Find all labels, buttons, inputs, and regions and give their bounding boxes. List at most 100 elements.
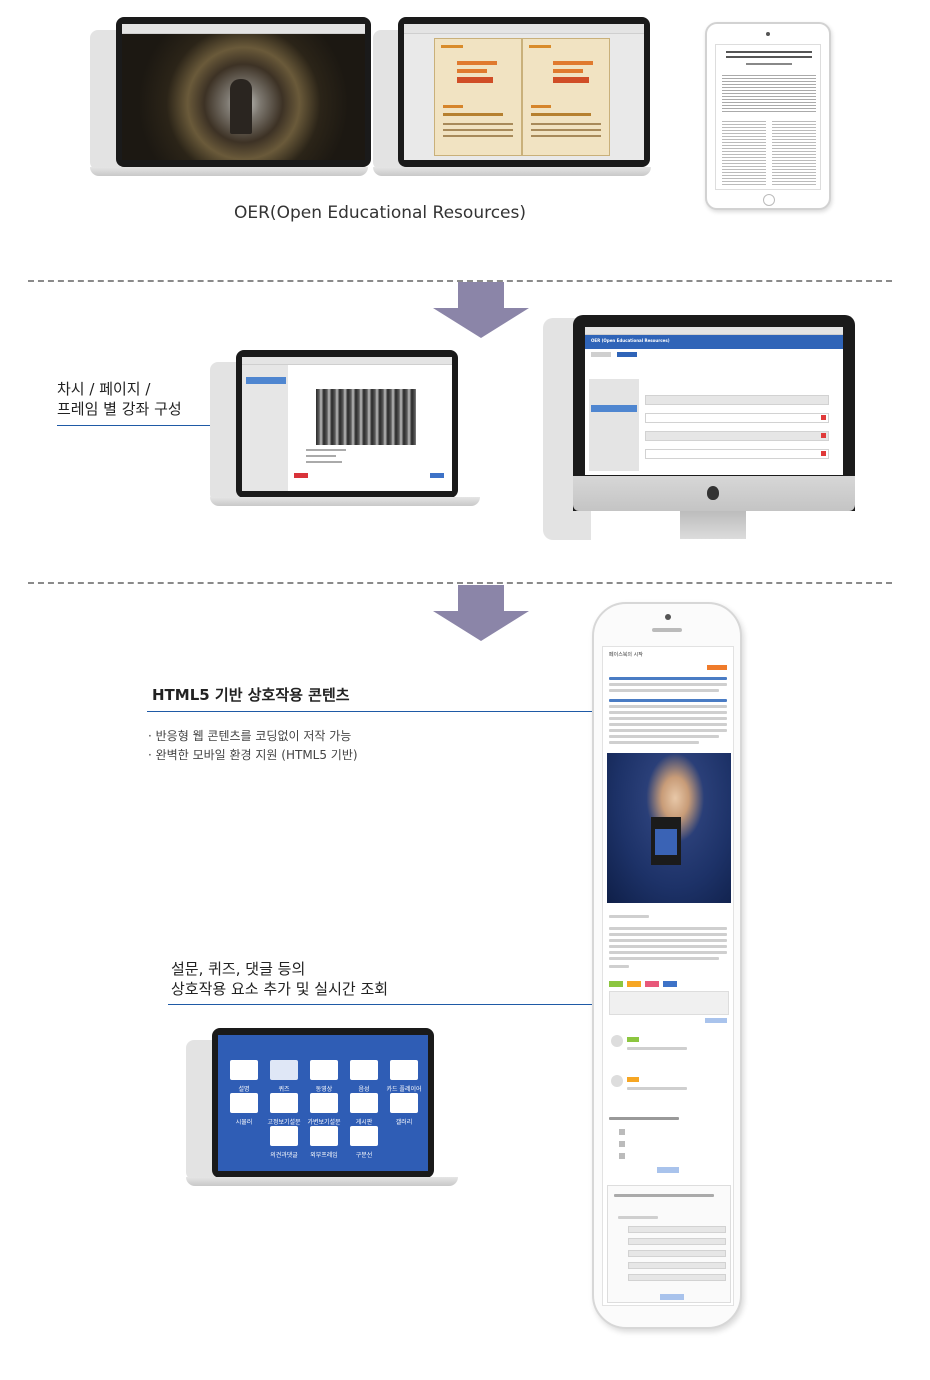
browser-bar (404, 24, 644, 34)
tile-icon[interactable] (310, 1126, 338, 1146)
tile-icon[interactable] (270, 1126, 298, 1146)
avatar (611, 1075, 623, 1087)
quiz-option[interactable] (628, 1238, 726, 1245)
quiz-option[interactable] (628, 1226, 726, 1233)
tile-label: 가변보기설문 (307, 1119, 341, 1126)
tile-panel: 설명 퀴즈 동영상 음성 카드 플레이어 시뮬러 고정보기설문 가변보기설문 게… (218, 1035, 428, 1171)
editor-sidebar-selected (246, 377, 286, 384)
laptop-base (186, 1177, 458, 1186)
html5-heading: HTML5 기반 상호작용 콘텐츠 (152, 686, 350, 704)
quiz-submit-button[interactable] (660, 1294, 684, 1300)
editor-save-button[interactable] (430, 473, 444, 478)
laptop-course-editor (236, 350, 458, 498)
section2-label-line2: 프레임 별 강좌 구성 (57, 400, 182, 418)
imac-header-title: OER (Open Educational Resources) (591, 338, 670, 343)
imac-row (645, 449, 829, 459)
section2-label-line1: 차시 / 페이지 / (57, 380, 151, 398)
quiz-option[interactable] (628, 1250, 726, 1257)
tile-label: 음성 (358, 1086, 370, 1093)
pointer-line (57, 425, 275, 426)
tile-label: 갤러리 (395, 1119, 413, 1126)
comment-submit-button[interactable] (705, 1018, 727, 1023)
tile-label: 설명 (238, 1086, 250, 1093)
tile-icon[interactable] (390, 1060, 418, 1080)
browser-bar (122, 24, 365, 34)
tile-icon[interactable] (350, 1126, 378, 1146)
reaction-button[interactable] (645, 981, 659, 987)
browser-bar (585, 327, 843, 335)
imac-stand (680, 511, 746, 539)
laptop-base (90, 167, 368, 176)
tile-icon[interactable] (230, 1093, 258, 1113)
down-arrow (458, 282, 504, 308)
html5-bullet: · 반응형 웹 콘텐츠를 코딩없이 저작 가능 (148, 729, 352, 743)
editor-image (316, 389, 416, 445)
reaction-button[interactable] (663, 981, 677, 987)
tablet-camera (766, 32, 770, 36)
feature-line2: 상호작용 요소 추가 및 실시간 조회 (171, 980, 389, 998)
pointer-line (168, 1004, 598, 1005)
laptop-tiles: 설명 퀴즈 동영상 음성 카드 플레이어 시뮬러 고정보기설문 가변보기설문 게… (212, 1028, 434, 1178)
imac-sidebar-selected (591, 405, 637, 412)
comment-input[interactable] (609, 991, 729, 1015)
survey-option[interactable] (619, 1141, 625, 1147)
reaction-button[interactable] (609, 981, 623, 987)
divider (28, 280, 892, 282)
laptop-shadow (90, 30, 120, 170)
imac-sidebar (589, 379, 639, 471)
imac-row (645, 413, 829, 423)
tile-icon[interactable] (350, 1060, 378, 1080)
divider (28, 582, 892, 584)
tile-icon[interactable] (390, 1093, 418, 1113)
survey-option[interactable] (619, 1153, 625, 1159)
phone-speaker (652, 628, 682, 632)
tile-label: 구분선 (355, 1152, 373, 1159)
imac-row (645, 395, 829, 405)
tile-label: 퀴즈 (278, 1086, 290, 1093)
phone-photo (607, 753, 731, 903)
laptop-ebook (398, 17, 650, 167)
phone: 페이스북의 시작 (592, 602, 742, 1329)
tile-icon[interactable] (310, 1060, 338, 1080)
html5-bullet: · 완벽한 모바일 환경 지원 (HTML5 기반) (148, 748, 358, 762)
quiz-option[interactable] (628, 1274, 726, 1281)
imac-screen: OER (Open Educational Resources) (585, 327, 843, 475)
tile-icon[interactable] (350, 1093, 378, 1113)
tile-label: 게시판 (355, 1119, 373, 1126)
editor-delete-button[interactable] (294, 473, 308, 478)
tablet-home-button (763, 194, 775, 206)
laptop-shadow (210, 362, 240, 502)
imac-tab[interactable] (617, 352, 637, 357)
survey-option[interactable] (619, 1129, 625, 1135)
phone-camera (665, 614, 671, 620)
survey-submit-button[interactable] (657, 1167, 679, 1173)
tile-label: 의견과댓글 (270, 1152, 298, 1159)
reaction-button[interactable] (627, 981, 641, 987)
down-arrow-head (433, 308, 529, 338)
phone-badge (707, 665, 727, 670)
oer-caption: OER(Open Educational Resources) (234, 203, 527, 223)
book-page-left (434, 38, 522, 156)
tile-icon[interactable] (270, 1060, 298, 1080)
video-figure (230, 79, 252, 134)
tile-icon[interactable] (230, 1060, 258, 1080)
browser-window (122, 24, 365, 160)
down-arrow (458, 585, 504, 611)
tile-icon[interactable] (310, 1093, 338, 1113)
quiz-option[interactable] (628, 1262, 726, 1269)
tile-icon[interactable] (270, 1093, 298, 1113)
browser-window (404, 24, 644, 160)
feature-line1: 설문, 퀴즈, 댓글 등의 (171, 960, 306, 978)
tile-label: 동영상 (315, 1086, 333, 1093)
tablet-document (715, 44, 821, 190)
editor-sidebar (242, 365, 288, 491)
tile-label: 시뮬러 (235, 1119, 253, 1126)
laptop-base (210, 497, 480, 506)
apple-logo-icon (707, 486, 719, 500)
imac-tab[interactable] (591, 352, 611, 357)
book-page-right (522, 38, 610, 156)
imac-header: OER (Open Educational Resources) (585, 335, 843, 349)
phone-title: 페이스북의 시작 (609, 652, 643, 658)
tile-label: 외부프레임 (310, 1152, 338, 1159)
